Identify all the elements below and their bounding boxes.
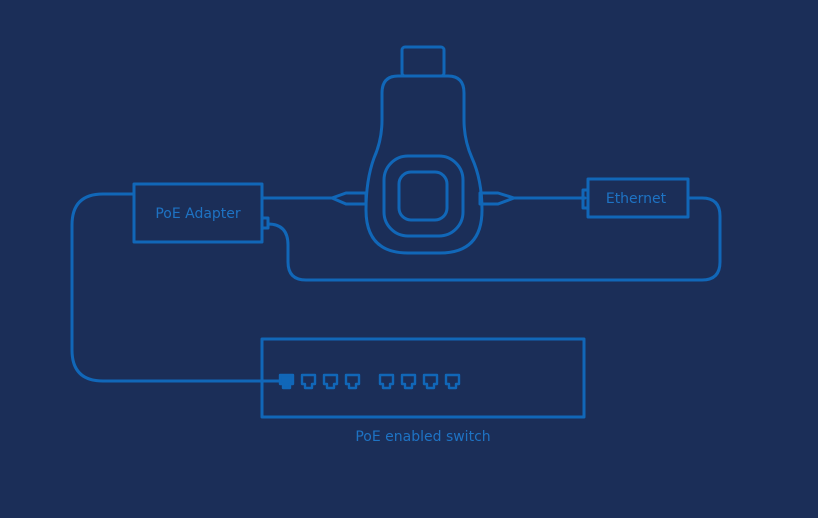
- dongle-body: [364, 74, 484, 255]
- dongle-device: [364, 45, 484, 255]
- dongle-hdmi-plug: [400, 45, 446, 78]
- cable-adapter-to-ethernet: [266, 196, 722, 282]
- cable-adapter-to-switch: [70, 192, 284, 383]
- poe-adapter-port: [260, 216, 270, 230]
- switch-port-7: [422, 373, 439, 390]
- poe-adapter-box: [132, 182, 264, 244]
- dongle-ring-inner: [397, 170, 449, 222]
- switch-port-6: [400, 373, 417, 390]
- switch-port-4: [344, 373, 361, 390]
- switch-port-2: [300, 373, 317, 390]
- switch-box: [260, 337, 586, 419]
- switch-ports: [278, 373, 461, 390]
- ethernet: Ethernet: [581, 177, 690, 219]
- switch-port-8: [444, 373, 461, 390]
- switch-port-1: [278, 373, 295, 390]
- switch-label: PoE enabled switch: [355, 429, 490, 445]
- switch-port-3: [322, 373, 339, 390]
- poe-switch: PoE enabled switch: [260, 337, 586, 445]
- dongle-right-connector: [478, 191, 516, 206]
- ethernet-port: [581, 188, 590, 210]
- ethernet-label: Ethernet: [606, 191, 667, 207]
- switch-port-5: [378, 373, 395, 390]
- dongle-ring-outer: [382, 154, 465, 238]
- poe-adapter: PoE Adapter: [132, 182, 270, 244]
- dongle-left-connector: [330, 191, 368, 206]
- poe-adapter-label: PoE Adapter: [155, 206, 241, 222]
